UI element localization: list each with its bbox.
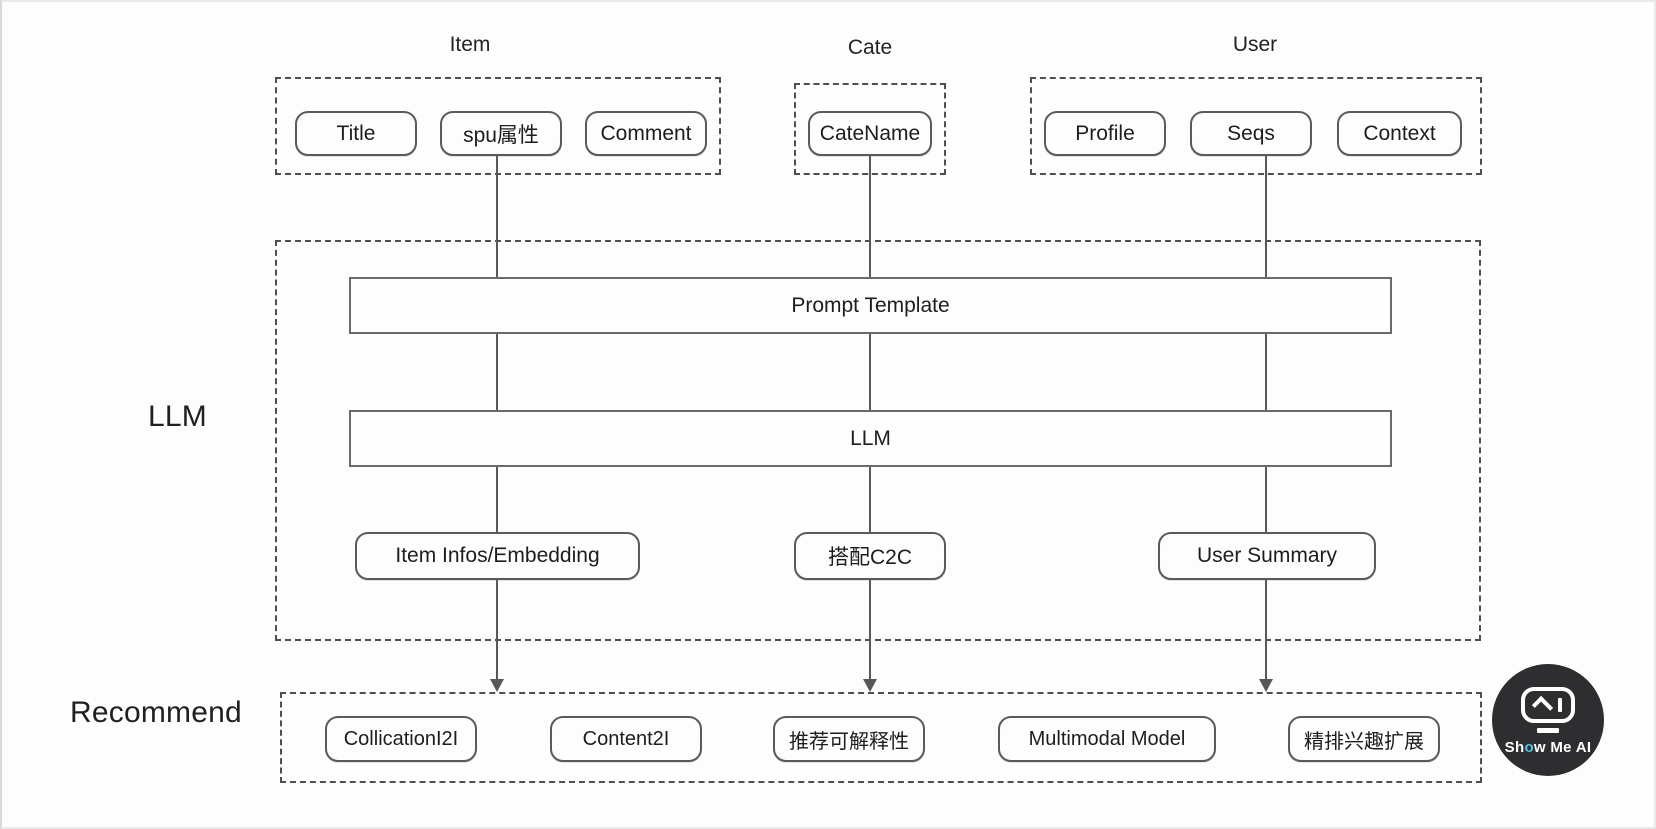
watermark-text-before: Sh	[1504, 738, 1525, 756]
connector-user-summary-to-recommend	[1265, 580, 1267, 680]
node-ranking-interest-expansion[interactable]: 精排兴趣扩展	[1288, 716, 1440, 762]
node-seqs[interactable]: Seqs	[1190, 111, 1312, 156]
watermark-text-dot: o	[1524, 738, 1534, 756]
bar-eye-icon	[1558, 697, 1562, 712]
node-catename[interactable]: CateName	[808, 111, 932, 156]
input-group-user	[1030, 77, 1482, 175]
bar-prompt-template[interactable]: Prompt Template	[349, 277, 1392, 334]
chevron-eye-icon	[1531, 695, 1554, 718]
section-label-recommend: Recommend	[70, 696, 242, 729]
connector-cate-to-prompt	[869, 156, 871, 277]
node-item-infos-embedding[interactable]: Item Infos/Embedding	[355, 532, 640, 580]
robot-head-icon	[1521, 686, 1575, 723]
watermark-show-me-ai: Show Me AI	[1492, 664, 1604, 776]
connector-prompt-to-llm-left	[496, 334, 498, 410]
connector-llm-to-item-infos	[496, 467, 498, 532]
arrow-head-item-infos	[490, 679, 504, 692]
node-title[interactable]: Title	[295, 111, 417, 156]
node-content2i[interactable]: Content2I	[550, 716, 702, 762]
robot-neck-icon	[1537, 727, 1559, 733]
section-label-llm: LLM	[148, 400, 207, 433]
watermark-text: Show Me AI	[1505, 739, 1592, 756]
recommend-section-container	[280, 692, 1482, 783]
connector-user-to-prompt	[1265, 156, 1267, 277]
node-context[interactable]: Context	[1337, 111, 1462, 156]
input-group-item	[275, 77, 721, 175]
connector-llm-to-user-summary	[1265, 467, 1267, 532]
connector-item-infos-to-recommend	[496, 580, 498, 680]
connector-c2c-to-recommend	[869, 580, 871, 680]
group-caption-user: User	[1232, 33, 1278, 56]
node-collicationi2i[interactable]: CollicationI2I	[325, 716, 477, 762]
arrow-head-c2c	[863, 679, 877, 692]
group-caption-cate: Cate	[847, 36, 893, 59]
connector-prompt-to-llm-center	[869, 334, 871, 410]
node-comment[interactable]: Comment	[585, 111, 707, 156]
node-multimodal-model[interactable]: Multimodal Model	[998, 716, 1216, 762]
connector-item-to-prompt	[496, 156, 498, 277]
connector-llm-to-c2c	[869, 467, 871, 532]
arrow-head-user-summary	[1259, 679, 1273, 692]
node-matching-c2c[interactable]: 搭配C2C	[794, 532, 946, 580]
node-profile[interactable]: Profile	[1044, 111, 1166, 156]
node-recommendation-explainability[interactable]: 推荐可解释性	[773, 716, 925, 762]
connector-prompt-to-llm-right	[1265, 334, 1267, 410]
watermark-text-after: w Me AI	[1533, 738, 1592, 756]
bar-llm[interactable]: LLM	[349, 410, 1392, 467]
group-caption-item: Item	[449, 33, 491, 56]
node-spu-attributes[interactable]: spu属性	[440, 111, 562, 156]
node-user-summary[interactable]: User Summary	[1158, 532, 1376, 580]
llm-section-container	[275, 240, 1481, 641]
